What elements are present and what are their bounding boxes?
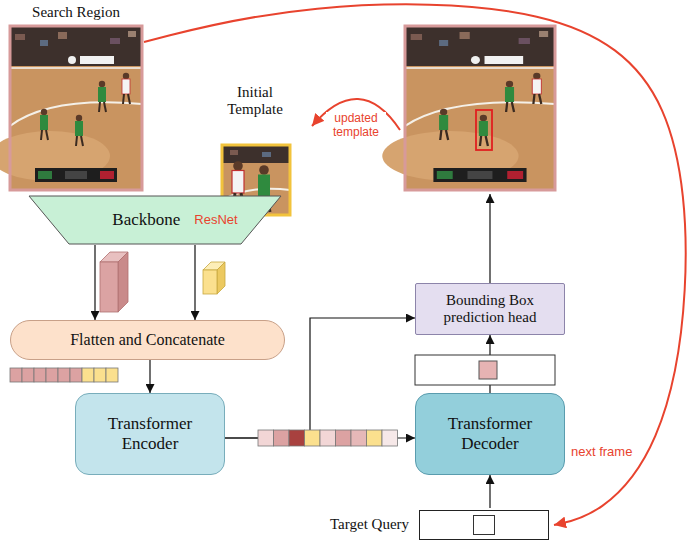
- token-strip: [305, 430, 321, 446]
- image-heading: Search Region: [32, 4, 120, 21]
- connector: [149, 360, 150, 393]
- output-arrow: [489, 194, 490, 283]
- token-strip: [94, 368, 106, 382]
- trapezoid-outline: [29, 196, 281, 244]
- result-photo: [382, 26, 555, 190]
- feature-map: [118, 252, 128, 312]
- query-node: Target Query: [330, 508, 554, 542]
- token-strip: [10, 368, 118, 382]
- token-strip: [58, 368, 70, 382]
- decoder-box: Transformer Decoder: [415, 393, 565, 475]
- template-photo: [230, 150, 238, 155]
- annotation-label: updated template: [326, 112, 386, 140]
- token-strip: [382, 430, 398, 446]
- connector: [144, 4, 686, 525]
- feature-map: [203, 262, 225, 294]
- query-label: Target Query: [330, 516, 409, 533]
- template-photo: [222, 145, 290, 163]
- output-embedding: [415, 355, 555, 385]
- token-strip: [106, 368, 118, 382]
- module-label: Backbone: [112, 210, 180, 230]
- token-strip: [289, 430, 305, 446]
- feature-map: [217, 262, 225, 294]
- bounding-box: [476, 110, 492, 150]
- token-strip: [46, 368, 58, 382]
- connector: [94, 245, 95, 320]
- feature-map: [100, 262, 118, 312]
- edge-label: next frame: [568, 444, 635, 461]
- module-note: ResNet: [194, 213, 237, 228]
- image-node: Search Region: [8, 2, 144, 192]
- token-strip: [258, 430, 274, 446]
- feature-map: [100, 252, 128, 312]
- query-box: [419, 510, 549, 540]
- module-label: Bounding Box prediction head: [425, 292, 555, 327]
- token-strip: [34, 368, 46, 382]
- connector: [489, 475, 490, 508]
- encoder-box: Transformer Encoder: [75, 393, 225, 475]
- search-region-photo: [10, 26, 142, 190]
- result-photo: [405, 26, 555, 190]
- head-box: Bounding Box prediction head: [415, 283, 565, 335]
- image-heading: Initial Template: [219, 84, 291, 119]
- feature-map: [203, 270, 217, 294]
- token-strip: [320, 430, 336, 446]
- token-strip: [351, 430, 367, 446]
- module-label: Transformer Encoder: [95, 414, 205, 453]
- token-strip: [336, 430, 352, 446]
- output-embedding: [479, 361, 497, 379]
- search-region-photo: [0, 26, 142, 190]
- token-strip: [367, 430, 383, 446]
- connector: [194, 245, 195, 320]
- token-strip: [70, 368, 82, 382]
- output-embedding: [415, 355, 555, 385]
- token-strip: [10, 368, 22, 382]
- module-label: Flatten and Concatenate: [70, 331, 225, 349]
- process-box: Flatten and Concatenate: [10, 320, 285, 360]
- token-strip: [274, 430, 290, 446]
- result-photo: [382, 26, 555, 190]
- module-label: Transformer Decoder: [435, 414, 545, 453]
- token-strip: [22, 368, 34, 382]
- query-token: [473, 515, 495, 535]
- token-strip: [258, 430, 398, 446]
- search-region-photo: [0, 26, 142, 190]
- token-strip: [82, 368, 94, 382]
- template-photo: [262, 152, 271, 157]
- backbone-trapezoid: Backbone ResNet: [28, 195, 282, 245]
